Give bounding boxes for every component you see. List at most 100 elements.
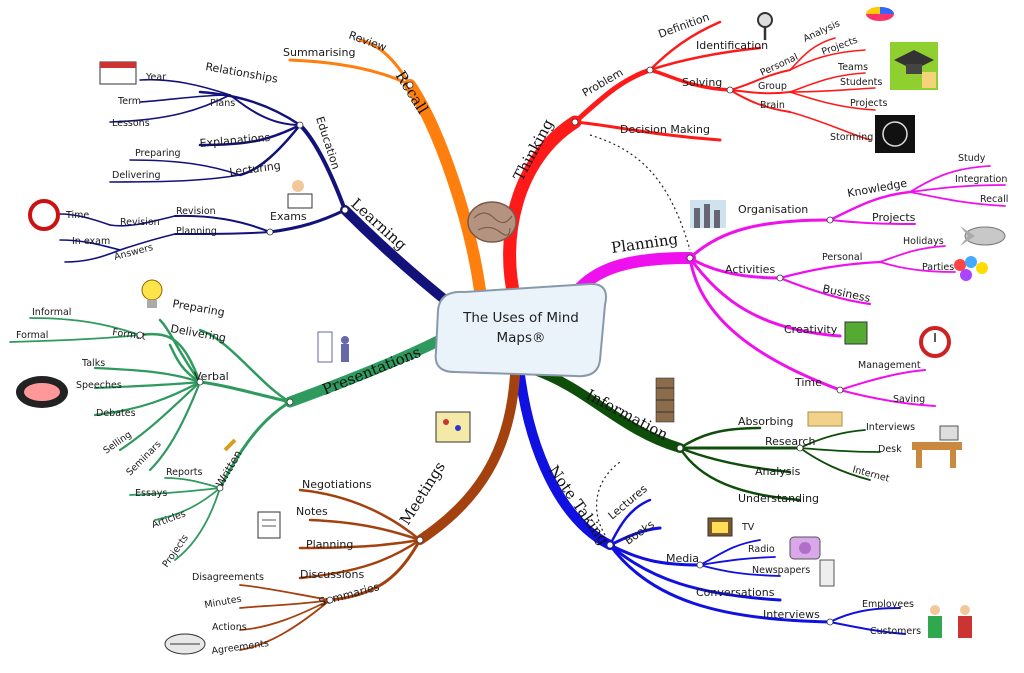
label-organisation: Organisation: [738, 203, 808, 216]
mouth-icon: [16, 376, 68, 408]
label-study: Study: [958, 153, 986, 164]
presenter-icon: [317, 331, 349, 363]
desk-computer-icon: [912, 425, 962, 468]
branch-information: [530, 365, 881, 502]
center-title-line1: The Uses of Mind: [462, 310, 579, 326]
label-time: Time: [65, 210, 89, 221]
branch-presentations: [9, 317, 446, 561]
pencil-icon: [223, 438, 237, 452]
label-analysis: Analysis: [755, 465, 801, 478]
label-interviews: Interviews: [866, 422, 915, 433]
red-alarm-clock-icon: [28, 199, 60, 231]
balloons-icon: [954, 256, 988, 281]
label-radio: Radio: [748, 544, 775, 555]
label-reports: Reports: [166, 467, 202, 478]
label-notes: Notes: [296, 505, 328, 518]
label-employees: Employees: [862, 599, 914, 610]
label-speeches: Speeches: [76, 380, 122, 391]
label-verbal: Verbal: [194, 370, 229, 383]
label-formal: Formal: [16, 330, 48, 341]
label-summaries: Summaries: [317, 580, 381, 609]
branch-meetings: [239, 370, 520, 651]
label-projects-1: Projects: [820, 35, 859, 58]
label-activities: Activities: [725, 263, 775, 276]
lightbulb-icon: [141, 279, 163, 308]
calendar-icon: [99, 61, 137, 85]
connector-dotted-2: [596, 461, 621, 536]
factory-icon: [690, 200, 726, 228]
label-articles: Articles: [150, 508, 187, 530]
brain-icon: [467, 201, 517, 243]
label-newspapers: Newspapers: [752, 565, 810, 576]
label-format: Format: [112, 327, 147, 343]
label-delivering: Delivering: [112, 170, 161, 181]
label-lecturing: Lecturing: [229, 159, 282, 179]
branch-label-note-taking: Note Taking: [545, 462, 613, 549]
label-research: Research: [765, 435, 815, 448]
label-holidays: Holidays: [903, 236, 944, 247]
people-icon: [928, 605, 972, 638]
label-planning: Planning: [306, 538, 353, 551]
label-teams: Teams: [837, 62, 868, 73]
student-writing-icon: [287, 180, 313, 209]
meeting-picture-icon: [435, 411, 471, 443]
label-identification: Identification: [696, 39, 768, 52]
label-decision-making: Decision Making: [620, 123, 710, 136]
label-negotiations: Negotiations: [302, 478, 372, 491]
label-books: Books: [622, 518, 657, 548]
label-agreements: Agreements: [211, 638, 270, 657]
alarm-clock-icon: [919, 326, 951, 358]
label-actions: Actions: [212, 622, 247, 633]
label-conversations: Conversations: [696, 586, 775, 599]
notepad-icon: [257, 511, 281, 539]
graduation-cap-icon: [890, 42, 938, 90]
label-tv: TV: [741, 522, 755, 533]
sponge-icon: [807, 411, 843, 427]
label-creativity: Creativity: [784, 323, 838, 336]
label-revision-2: Revision: [120, 217, 160, 228]
label-customers: Customers: [870, 626, 921, 637]
branch-label-recall: Recall: [392, 68, 432, 118]
label-written: Written: [213, 448, 244, 489]
center-title-line2: Maps®: [496, 330, 545, 346]
newspaper-icon: [819, 559, 835, 587]
label-projects: Projects: [872, 211, 916, 224]
label-business: Business: [821, 282, 871, 305]
label-integration: Integration: [955, 174, 1007, 185]
label-problem: Problem: [580, 66, 625, 100]
tv-icon: [707, 517, 733, 537]
center-node: The Uses of Mind Maps®: [434, 282, 607, 378]
label-plans: Plans: [210, 98, 235, 109]
branch-note-taking: [515, 370, 906, 635]
label-time: Time: [794, 376, 822, 389]
magnifier-icon: [757, 12, 773, 40]
label-knowledge: Knowledge: [846, 177, 908, 200]
brain-scan-icon: [875, 115, 915, 153]
label-storming: Storming: [830, 132, 873, 143]
label-group: Group: [758, 81, 787, 92]
label-media: Media: [666, 552, 699, 565]
label-planning: Planning: [176, 226, 217, 237]
label-exams: Exams: [270, 210, 307, 223]
label-definition: Definition: [657, 10, 712, 40]
label-informal: Informal: [32, 307, 71, 318]
label-management: Management: [858, 360, 921, 371]
junction-nodes: [136, 66, 844, 626]
radio-icon: [789, 536, 821, 560]
branch-recall: [288, 38, 486, 296]
handshake-icon: [164, 633, 206, 655]
pie-chart-icon: [866, 7, 894, 21]
label-education: Education: [313, 115, 342, 171]
label-debates: Debates: [96, 408, 136, 419]
books-stack-icon: [655, 377, 675, 423]
label-brain: Brain: [760, 100, 785, 111]
thinking-labels: Thinking Problem Definition Identificati…: [510, 10, 888, 184]
branch-learning: [59, 78, 460, 313]
planning-labels: Planning Organisation Knowledge Study In…: [610, 153, 1008, 405]
label-projects: Projects: [160, 533, 191, 570]
branch-planning: [554, 165, 1006, 407]
label-explanations: Explanations: [199, 131, 271, 150]
label-personal: Personal: [822, 252, 862, 263]
label-analysis: Analysis: [802, 18, 842, 45]
